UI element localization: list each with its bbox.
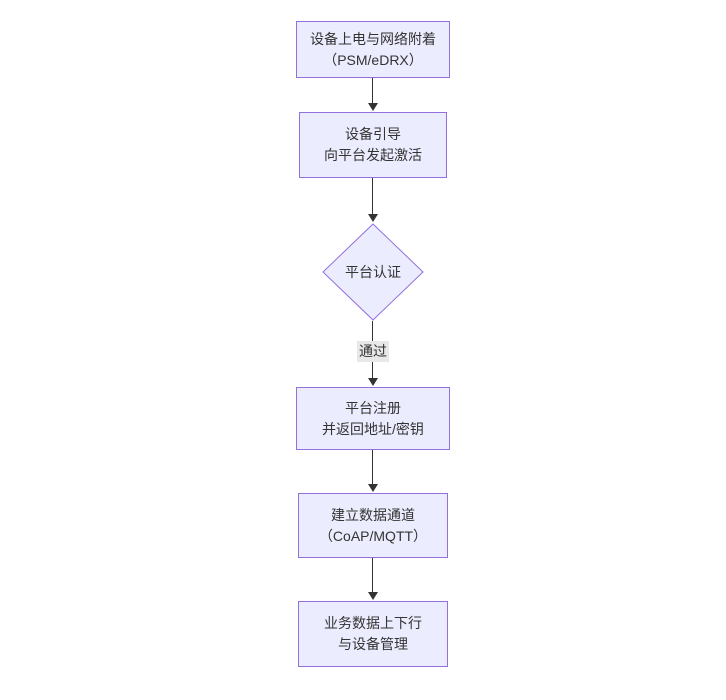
edge-3-arrowhead-icon [368, 378, 378, 386]
node-business-data-line1: 业务数据上下行 [324, 615, 422, 631]
node-bootstrap: 设备引导 向平台发起激活 [299, 112, 447, 178]
node-business-data: 业务数据上下行 与设备管理 [298, 601, 448, 667]
node-power-attach: 设备上电与网络附着 （PSM/eDRX） [296, 21, 450, 78]
node-platform-register-line2: 并返回地址/密钥 [322, 420, 424, 437]
edge-2-arrowhead-icon [368, 214, 378, 222]
node-platform-register-line1: 平台注册 [345, 399, 401, 416]
edge-5-arrowhead-icon [368, 592, 378, 600]
node-bootstrap-line1: 设备引导 [345, 126, 401, 142]
node-platform-auth: 平台认证 [322, 223, 424, 321]
edge-4-arrowhead-icon [368, 484, 378, 492]
edge-1-arrowhead-icon [368, 103, 378, 111]
node-data-channel-line2: （CoAP/MQTT） [318, 527, 428, 544]
edge-4-line [372, 450, 373, 485]
node-power-attach-line1: 设备上电与网络附着 [310, 30, 436, 47]
node-data-channel-line1: 建立数据通道 [331, 506, 415, 523]
node-power-attach-line2: （PSM/eDRX） [323, 51, 423, 68]
edge-5-line [372, 558, 373, 593]
node-platform-register: 平台注册 并返回地址/密钥 [296, 387, 450, 450]
node-business-data-line2: 与设备管理 [338, 636, 408, 652]
edge-3-label: 通过 [357, 341, 389, 362]
node-bootstrap-line2: 向平台发起激活 [324, 147, 422, 163]
edge-1-line [372, 78, 373, 104]
edge-2-line [372, 178, 373, 215]
node-platform-auth-label: 平台认证 [345, 264, 401, 280]
node-data-channel: 建立数据通道 （CoAP/MQTT） [298, 493, 448, 558]
diamond-shape [322, 223, 424, 321]
